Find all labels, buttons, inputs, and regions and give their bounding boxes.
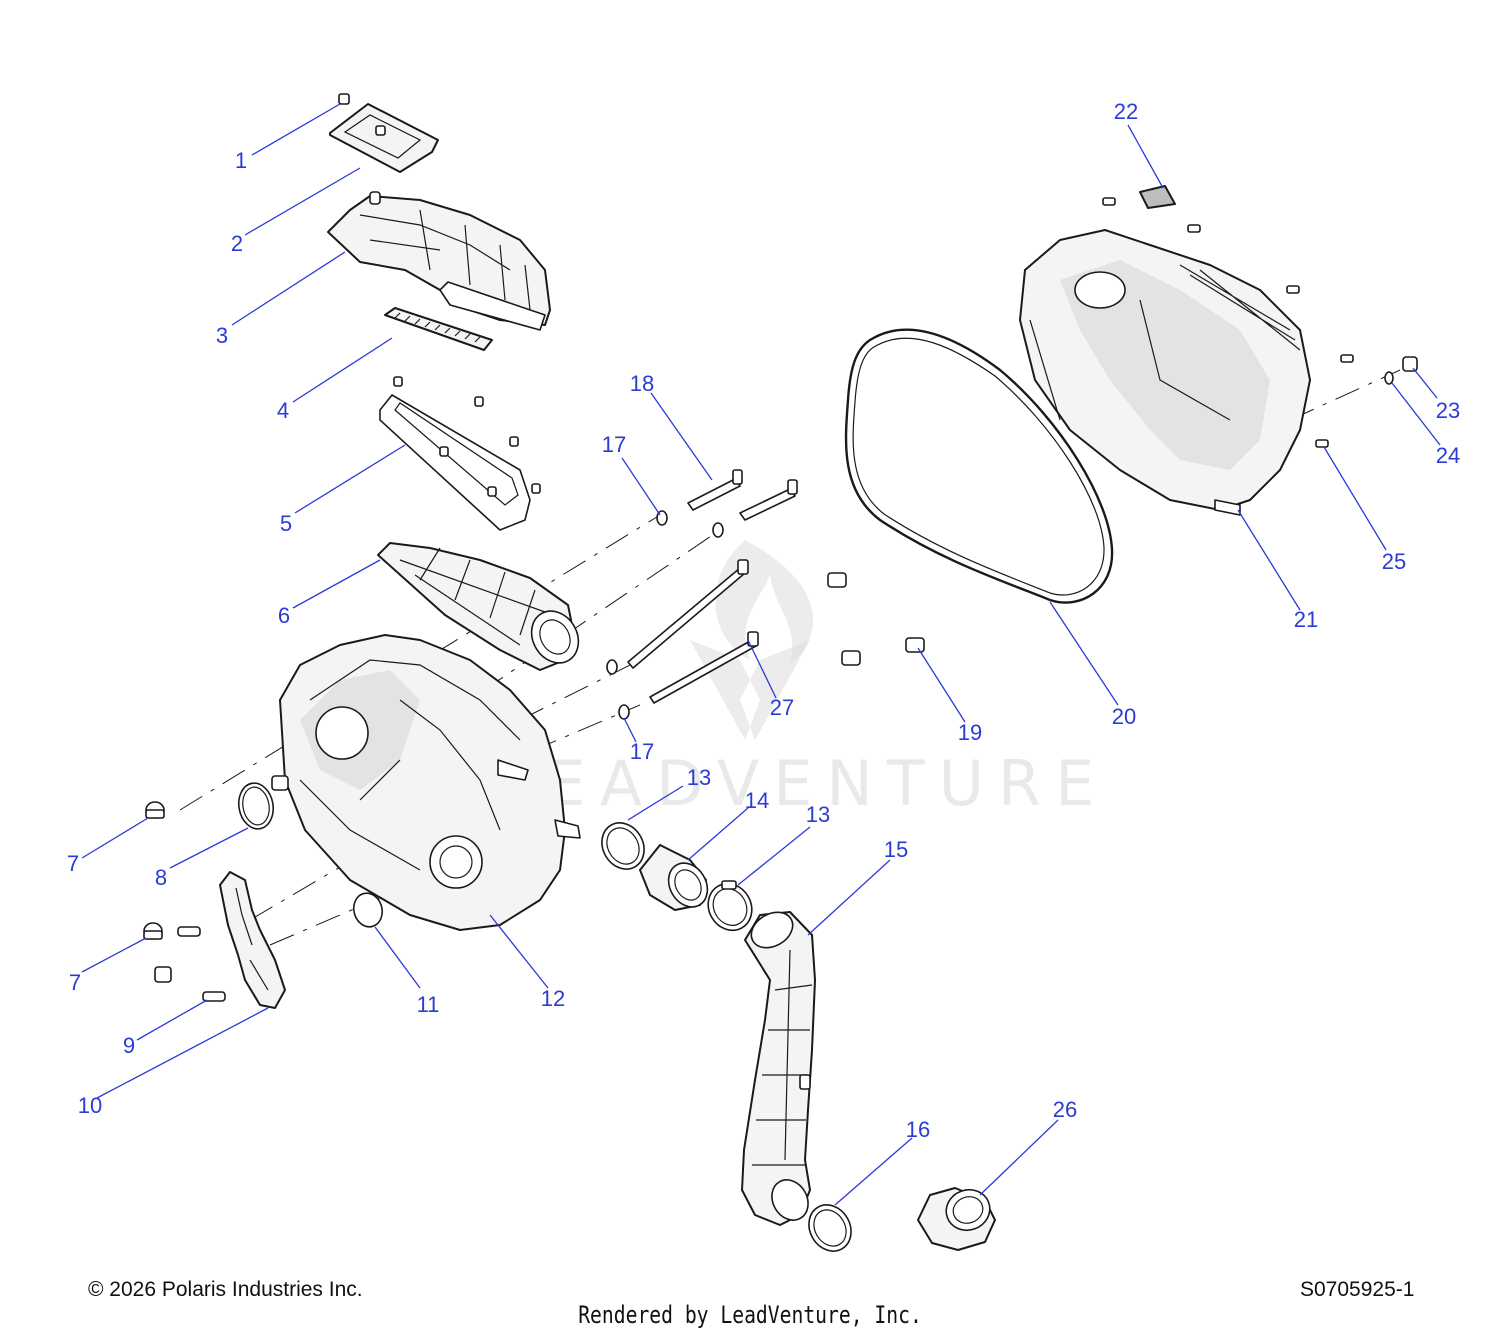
callout-label: 1 [235,148,247,173]
outer-cover-screws[interactable] [1102,197,1354,363]
callouts: 1 2 3 4 5 6 7 8 7 9 10 11 12 13 14 13 15… [67,99,1460,1206]
part-9-bolt[interactable] [154,926,226,1002]
part-25-screw[interactable] [1315,439,1329,448]
callout-label: 7 [67,851,79,876]
callout-label: 20 [1112,704,1136,729]
hex-nut[interactable] [271,775,289,791]
callout-label: 27 [770,695,794,720]
part-2-cover-plate[interactable] [329,103,439,173]
copyright-text: © 2026 Polaris Industries Inc. [88,1278,363,1301]
callout-label: 19 [958,720,982,745]
part-19-bolts[interactable] [827,572,925,666]
part-18-bolts[interactable] [687,469,798,521]
callout-label: 6 [278,603,290,628]
part-13-clamp-upper[interactable] [594,815,653,877]
part-23-plug[interactable] [1402,356,1418,372]
part-24-o-ring[interactable] [1384,371,1394,385]
callout-label: 5 [280,511,292,536]
part-5-gasket[interactable] [379,376,541,531]
callout-label: 17 [630,739,654,764]
diagram-code: S0705925-1 [1300,1278,1415,1301]
callout-label: 3 [216,323,228,348]
callout-label: 26 [1053,1097,1077,1122]
callout-label: 8 [155,865,167,890]
part-6-duct[interactable] [377,542,588,671]
callout-label: 23 [1436,398,1460,423]
callout-label: 13 [687,765,711,790]
part-21-outer-cover[interactable] [1019,229,1311,516]
callout-label: 18 [630,371,654,396]
callout-label: 11 [417,992,440,1017]
part-1-screw[interactable] [338,93,350,105]
part-26-boot[interactable] [917,1184,996,1251]
part-12-inner-cover[interactable] [279,634,581,931]
callout-label: 13 [806,802,830,827]
watermark: LEADVENTURE [498,540,1108,820]
callout-label: 24 [1436,443,1460,468]
part-11-snap-ring[interactable] [350,890,386,930]
part-3-intake-duct[interactable] [327,191,551,331]
callout-label: 15 [884,837,908,862]
part-17-washers[interactable] [606,510,724,720]
part-4-screen[interactable] [384,307,493,351]
callout-label: 14 [745,788,769,813]
part-15-outlet-duct[interactable] [741,905,816,1227]
callout-label: 16 [906,1117,930,1142]
callout-label: 4 [277,398,289,423]
rendered-by-text: Rendered by LeadVenture, Inc. [578,1301,922,1329]
part-8-o-ring[interactable] [235,780,276,831]
part-7-bolt-upper[interactable] [145,801,165,819]
callout-label: 12 [541,986,565,1011]
part-22-decal[interactable] [1139,185,1176,209]
part-7-bolt-lower[interactable] [143,922,163,940]
part-16-clamp[interactable] [801,1197,860,1259]
callout-label: 21 [1294,607,1318,632]
callout-label: 25 [1382,549,1406,574]
part-14-coupler[interactable] [639,844,715,914]
callout-label: 22 [1114,99,1138,124]
part-27-long-bolts[interactable] [627,559,759,704]
watermark-text: LEADVENTURE [498,747,1108,820]
part-20-seal[interactable] [844,328,1114,604]
callout-label: 9 [123,1033,135,1058]
part-13-clamp-lower[interactable] [700,876,760,939]
callout-label: 7 [69,970,81,995]
callout-label: 2 [231,231,243,256]
part-10-bracket[interactable] [219,871,286,1009]
callout-label: 17 [602,432,626,457]
callout-label: 10 [78,1093,102,1118]
